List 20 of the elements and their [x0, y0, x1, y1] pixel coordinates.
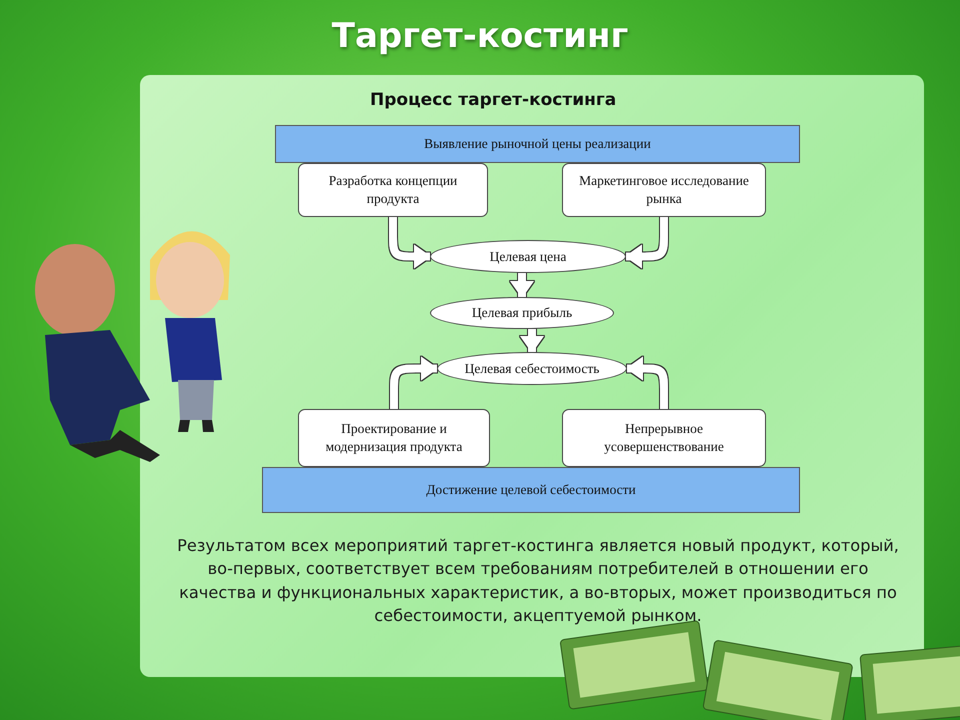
node-label: Достижение целевой себестоимости [426, 481, 636, 499]
process-box [298, 163, 488, 217]
summary-paragraph: Результатом всех мероприятий таргет-костинга является новый продукт, который, во-первых, соответствует всем требованиям потребителей в отношении его качества и функциональных характеристик, а во-вторых, может производиться по себестоимости, акцептуемой рынком. [176, 535, 900, 628]
node-label: Целевая себестоимость [464, 360, 600, 378]
diagram-heading: Процесс таргет-костинга [370, 90, 616, 110]
stage-band [275, 125, 800, 163]
node-label: Проектирование и модернизация продукта [324, 420, 464, 456]
block-arrow [510, 273, 534, 298]
stage-band [262, 467, 800, 513]
node-label: Целевая прибыль [472, 304, 572, 322]
node-label: Маркетинговое исследование рынка [578, 172, 750, 208]
slide-title: Таргет-костинг [330, 16, 630, 56]
process-box [562, 409, 766, 467]
node-label: Целевая цена [490, 248, 566, 266]
node-label: Непрерывное усовершенствование [603, 420, 725, 456]
process-box [298, 409, 490, 467]
node-label: Выявление рыночной цены реализации [424, 135, 651, 153]
process-box [562, 163, 766, 217]
node-label: Разработка концепции продукта [328, 172, 458, 208]
block-arrow [520, 329, 544, 353]
